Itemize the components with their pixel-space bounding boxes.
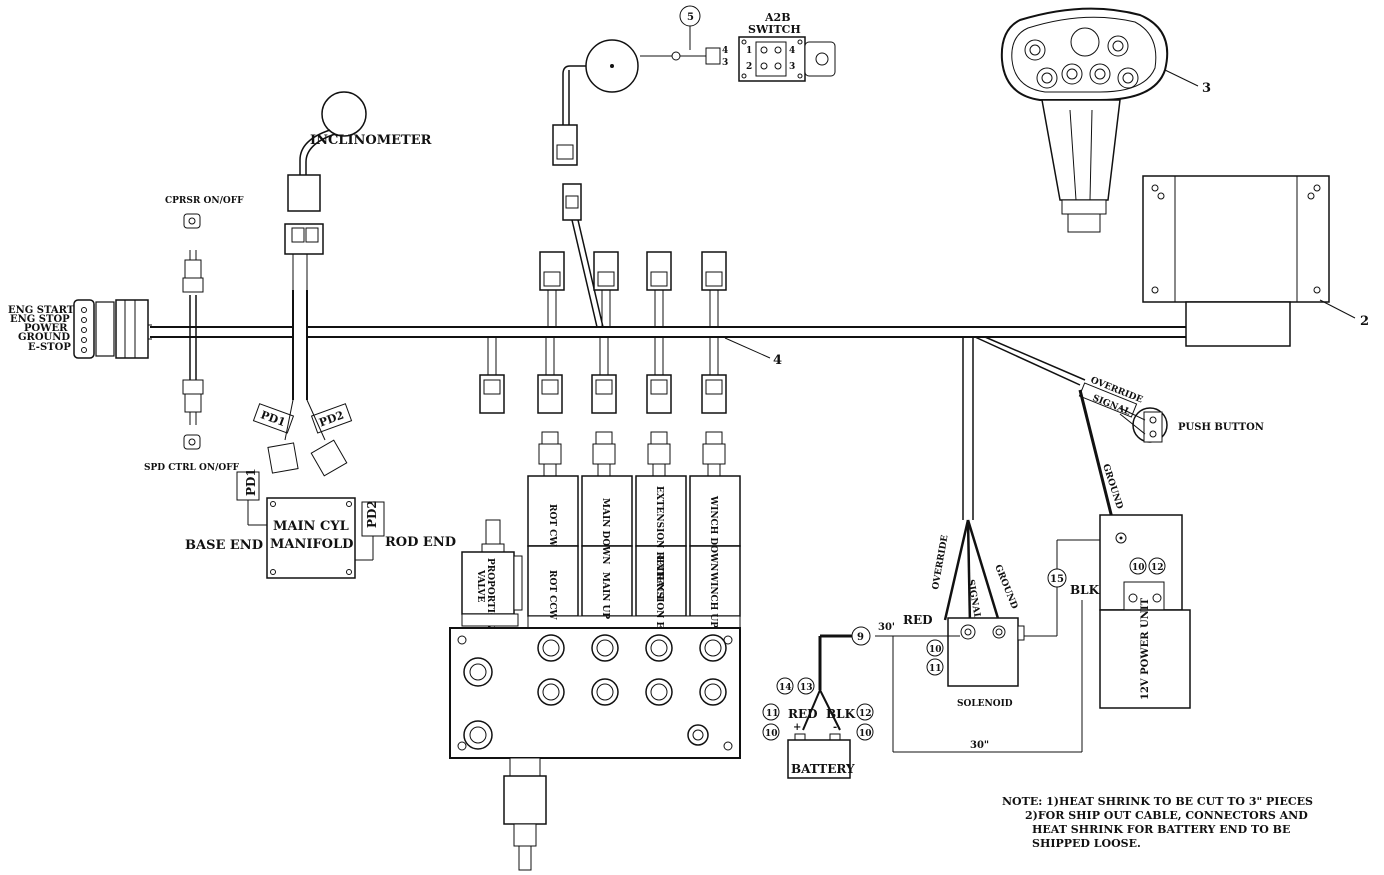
callout-10b: 10 xyxy=(1132,563,1145,573)
callout-11b: 11 xyxy=(766,709,779,719)
solenoid: OVERRIDE SIGNAL GROUND SOLENOID 10 11 RE… xyxy=(802,519,1108,753)
callout-4: 4 xyxy=(773,353,782,368)
callout-15: 15 xyxy=(1050,574,1064,585)
callout-10d: 10 xyxy=(859,729,872,739)
label-power-unit: 12V POWER UNIT xyxy=(1140,597,1151,700)
label-plus: + xyxy=(793,722,801,733)
power-unit: 10 12 12V POWER UNIT xyxy=(1099,514,1191,709)
valve-main-down: MAIN DOWN xyxy=(600,498,610,565)
label-ground-sol: GROUND xyxy=(992,563,1019,610)
spd-ctrl-switch: SPD CTRL ON/OFF xyxy=(144,379,240,473)
valve-rot-ccw: ROT CCW xyxy=(547,570,557,620)
cprsr-switch: CPRSR ON/OFF xyxy=(165,196,244,293)
battery: 14 13 11 10 12 10 RED BLK + - BATTERY xyxy=(762,677,874,779)
label-ground: GROUND xyxy=(18,332,70,343)
label-a2b: A2B xyxy=(764,11,791,24)
valve-winch-up: WINCH UP xyxy=(708,571,718,628)
bottom-connectors xyxy=(479,337,727,414)
label-30-bottom: 30" xyxy=(970,740,989,751)
note: NOTE: 1)HEAT SHRINK TO BE CUT TO 3" PIEC… xyxy=(1002,795,1313,850)
valve-ext-retract: EXTENSION RETRACT xyxy=(654,486,664,601)
main-cyl-manifold: PD1 PD2 MAIN CYL MANIFOLD BASE END ROD E… xyxy=(185,468,456,579)
callout-5: 5 xyxy=(687,12,694,23)
note-line-3: HEAT SHRINK FOR BATTERY END TO BE xyxy=(1032,823,1290,836)
label-eng-start: ENG START xyxy=(8,305,75,316)
valve-winch-down: WINCH DOWN xyxy=(708,495,718,571)
label-spd-ctrl: SPD CTRL ON/OFF xyxy=(144,463,240,473)
label-cprsr: CPRSR ON/OFF xyxy=(165,196,244,206)
top-connectors xyxy=(539,251,727,327)
valve-rot-cw: ROT CW xyxy=(547,504,557,547)
left-connector: ENG START ENG STOP POWER GROUND E-STOP xyxy=(8,299,152,359)
joystick-controller: 3 xyxy=(1000,7,1211,233)
push-button-assembly: OVERRIDE SIGNAL PUSH BUTTON GROUND xyxy=(1078,376,1264,531)
callout-10a: 10 xyxy=(929,645,942,655)
callout-12b: 12 xyxy=(859,709,872,719)
callout-13: 13 xyxy=(800,683,813,693)
a2b-switch: 5 A2B SWITCH 1 2 4 3 4 3 xyxy=(552,5,836,328)
note-line-1: NOTE: 1)HEAT SHRINK TO BE CUT TO 3" PIEC… xyxy=(1002,795,1313,808)
pin-3b: 3 xyxy=(722,58,728,68)
pin-2: 2 xyxy=(746,62,752,72)
pin-4: 4 xyxy=(789,46,795,56)
callout-9: 9 xyxy=(857,632,864,643)
label-main-cyl: MAIN CYL xyxy=(273,519,349,534)
label-pd1: PD1 xyxy=(244,468,258,496)
label-battery: BATTERY xyxy=(791,762,855,776)
note-line-4: SHIPPED LOOSE. xyxy=(1032,837,1141,850)
label-red-top: RED xyxy=(903,613,933,627)
label-inclinometer: INCLINOMETER xyxy=(310,133,432,148)
label-red-bat: RED xyxy=(788,707,818,721)
label-manifold: MANIFOLD xyxy=(270,537,353,552)
callout-3: 3 xyxy=(1202,81,1211,96)
callout-11a: 11 xyxy=(929,664,942,674)
label-signal-sol: SIGNAL xyxy=(965,579,982,621)
callout-14: 14 xyxy=(779,683,792,693)
label-30-top: 30' xyxy=(878,622,895,633)
inclinometer: INCLINOMETER xyxy=(284,91,432,290)
label-pd2: PD2 xyxy=(365,500,379,528)
note-line-2: 2)FOR SHIP OUT CABLE, CONNECTORS AND xyxy=(1025,809,1308,822)
label-override-sol: OVERRIDE xyxy=(931,534,950,590)
callout-12a: 12 xyxy=(1151,563,1164,573)
label-switch: SWITCH xyxy=(748,23,801,36)
label-e-stop: E-STOP xyxy=(28,342,71,353)
label-rod-end: ROD END xyxy=(385,535,456,550)
control-box: 2 xyxy=(1142,175,1369,347)
callout-10c: 10 xyxy=(765,729,778,739)
main-harness xyxy=(150,290,1188,520)
callout-2: 2 xyxy=(1360,314,1369,329)
label-power: POWER xyxy=(24,323,68,334)
pin-4b: 4 xyxy=(722,46,728,56)
label-eng-stop: ENG STOP xyxy=(10,314,70,325)
label-push-button: PUSH BUTTON xyxy=(1178,422,1264,433)
valve-ext-extend: EXTENSION EXTEND xyxy=(654,556,664,665)
valve-bank: ROT CW MAIN DOWN EXTENSION RETRACT WINCH… xyxy=(449,431,741,871)
label-proportional: PROPORTIONAL xyxy=(485,558,495,643)
label-solenoid: SOLENOID xyxy=(957,699,1013,709)
valve-main-up: MAIN UP xyxy=(600,572,610,619)
label-blk-top: BLK xyxy=(1070,583,1100,597)
label-valve: VALVE xyxy=(475,569,485,603)
label-blk-bat: BLK xyxy=(826,707,856,721)
pin-3: 3 xyxy=(789,62,795,72)
label-minus: - xyxy=(833,722,837,733)
pin-1: 1 xyxy=(746,46,752,56)
label-base-end: BASE END xyxy=(185,538,263,553)
pd-sensors: PD1 PD2 xyxy=(252,399,353,477)
